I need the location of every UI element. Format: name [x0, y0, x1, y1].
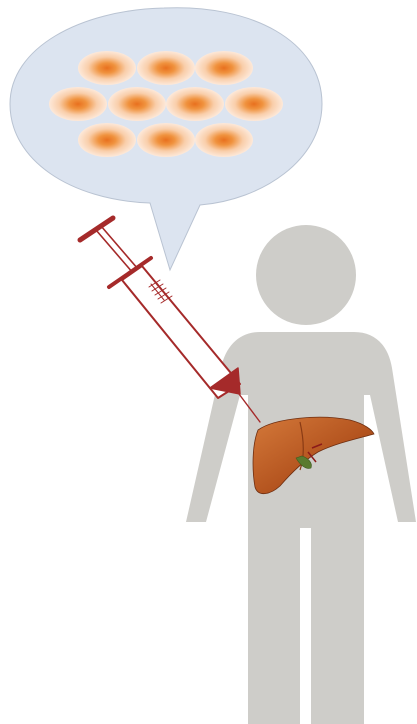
cell-icon [225, 87, 283, 121]
cell-icon [166, 87, 224, 121]
cell-icon [78, 123, 136, 157]
syringe-thumb-rest [80, 218, 113, 240]
cell-icon [78, 51, 136, 85]
cell-icon [108, 87, 166, 121]
syringe-plunger-rod-edge [101, 226, 138, 269]
cell-icon [49, 87, 107, 121]
cell-icon [137, 123, 195, 157]
syringe-barrel [122, 266, 240, 398]
speech-bubble [10, 8, 322, 270]
cell-icon [137, 51, 195, 85]
syringe-plunger-rod [96, 230, 133, 273]
person-head-icon [256, 225, 356, 325]
human-figure [186, 225, 416, 724]
cell-cluster [49, 51, 283, 157]
cell-icon [195, 51, 253, 85]
cell-icon [195, 123, 253, 157]
